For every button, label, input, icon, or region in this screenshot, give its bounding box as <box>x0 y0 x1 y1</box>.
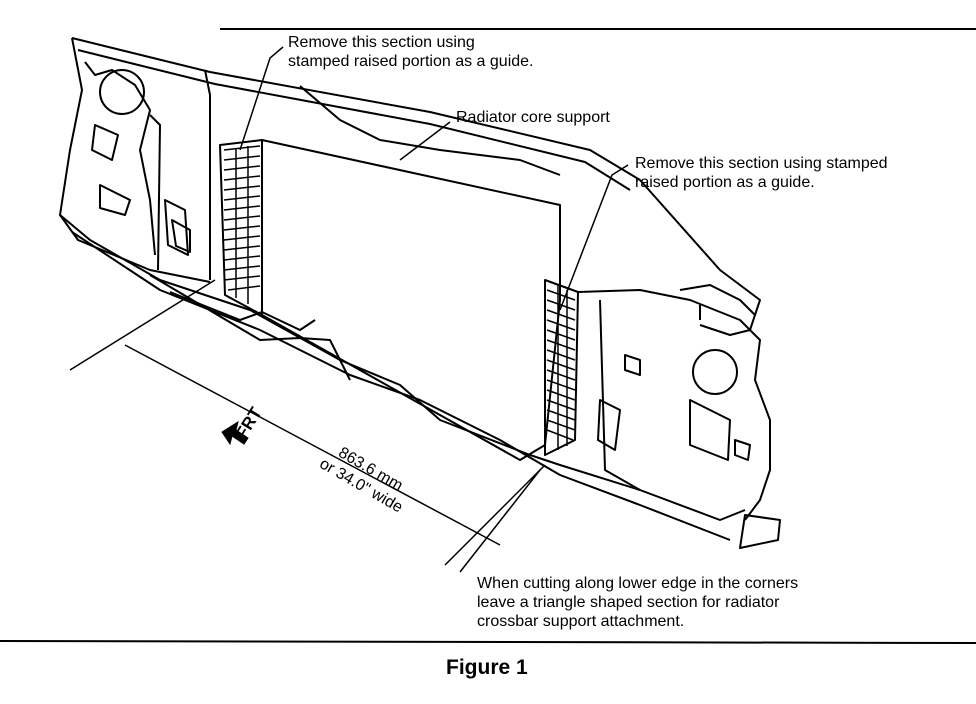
note-line2: leave a triangle shaped section for radi… <box>477 594 780 611</box>
remove-right-line2: raised portion as a guide. <box>635 174 815 191</box>
dimension-lines <box>69 279 546 566</box>
remove-left-line1: Remove this section using <box>288 34 475 51</box>
remove-right-line1: Remove this section using stamped <box>635 155 888 172</box>
left-hatched-section <box>223 145 261 304</box>
figure-caption: Figure 1 <box>446 656 528 679</box>
remove-left-section-label: Remove this section using stamped raised… <box>288 33 533 71</box>
cutting-note-label: When cutting along lower edge in the cor… <box>477 574 798 631</box>
front-arrow-icon <box>221 420 249 446</box>
right-hatched-section <box>546 285 576 450</box>
radiator-core-support-label: Radiator core support <box>456 109 610 126</box>
bottom-border-line <box>0 640 976 644</box>
note-line1: When cutting along lower edge in the cor… <box>477 575 799 592</box>
remove-right-section-label: Remove this section using stamped raised… <box>635 154 888 192</box>
core-support-drawing <box>59 37 781 549</box>
note-line3: crossbar support attachment. <box>477 613 685 630</box>
remove-left-line2: stamped raised portion as a guide. <box>288 53 534 70</box>
leader-lines <box>239 46 629 573</box>
